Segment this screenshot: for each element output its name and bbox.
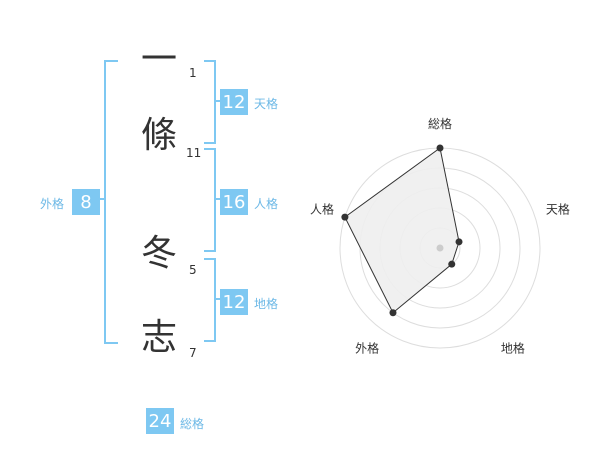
chikaku-bracket bbox=[204, 258, 216, 342]
radar-point-4 bbox=[389, 309, 397, 317]
name-char-1: 一 bbox=[141, 39, 178, 80]
soukaku-value: 24 bbox=[146, 408, 174, 434]
radar-point-2 bbox=[455, 238, 463, 246]
chikaku-connector bbox=[214, 298, 220, 300]
gaikaku-connector bbox=[98, 198, 104, 200]
radar-axis-label-1: 総格 bbox=[428, 116, 452, 131]
jinkaku-bracket bbox=[204, 148, 216, 252]
name-char-2: 條 bbox=[141, 115, 178, 156]
radar-center-dot bbox=[436, 244, 444, 252]
stroke-count-2: 11 bbox=[186, 146, 202, 160]
name-char-3: 冬 bbox=[141, 233, 178, 274]
radar-axis-label-2: 天格 bbox=[546, 202, 570, 217]
stroke-count-1: 1 bbox=[189, 66, 197, 80]
radar-point-1 bbox=[436, 144, 444, 152]
tenkaku-label: 天格 bbox=[254, 97, 279, 111]
chikaku-label: 地格 bbox=[254, 297, 279, 311]
gaikaku-bracket bbox=[104, 60, 118, 344]
radar-series-area bbox=[344, 147, 460, 314]
name-char-4: 志 bbox=[141, 317, 178, 358]
gaikaku-value: 8 bbox=[72, 189, 100, 215]
stroke-count-3: 5 bbox=[189, 263, 197, 277]
tenkaku-bracket bbox=[204, 60, 216, 144]
stroke-count-4: 7 bbox=[189, 346, 197, 360]
jinkaku-value: 16 bbox=[220, 189, 248, 215]
jinkaku-connector bbox=[214, 198, 220, 200]
soukaku-label: 総格 bbox=[180, 417, 205, 431]
tenkaku-connector bbox=[214, 100, 220, 102]
tenkaku-value: 12 bbox=[220, 89, 248, 115]
radar-axis-label-4: 外格 bbox=[355, 340, 379, 355]
gaikaku-label: 外格 bbox=[40, 197, 65, 211]
radar-axis-label-3: 地格 bbox=[501, 340, 525, 355]
radar-point-5 bbox=[341, 213, 349, 221]
radar-axis-label-5: 人格 bbox=[310, 202, 334, 217]
chikaku-value: 12 bbox=[220, 289, 248, 315]
jinkaku-label: 人格 bbox=[254, 197, 279, 211]
radar-point-3 bbox=[448, 260, 456, 268]
